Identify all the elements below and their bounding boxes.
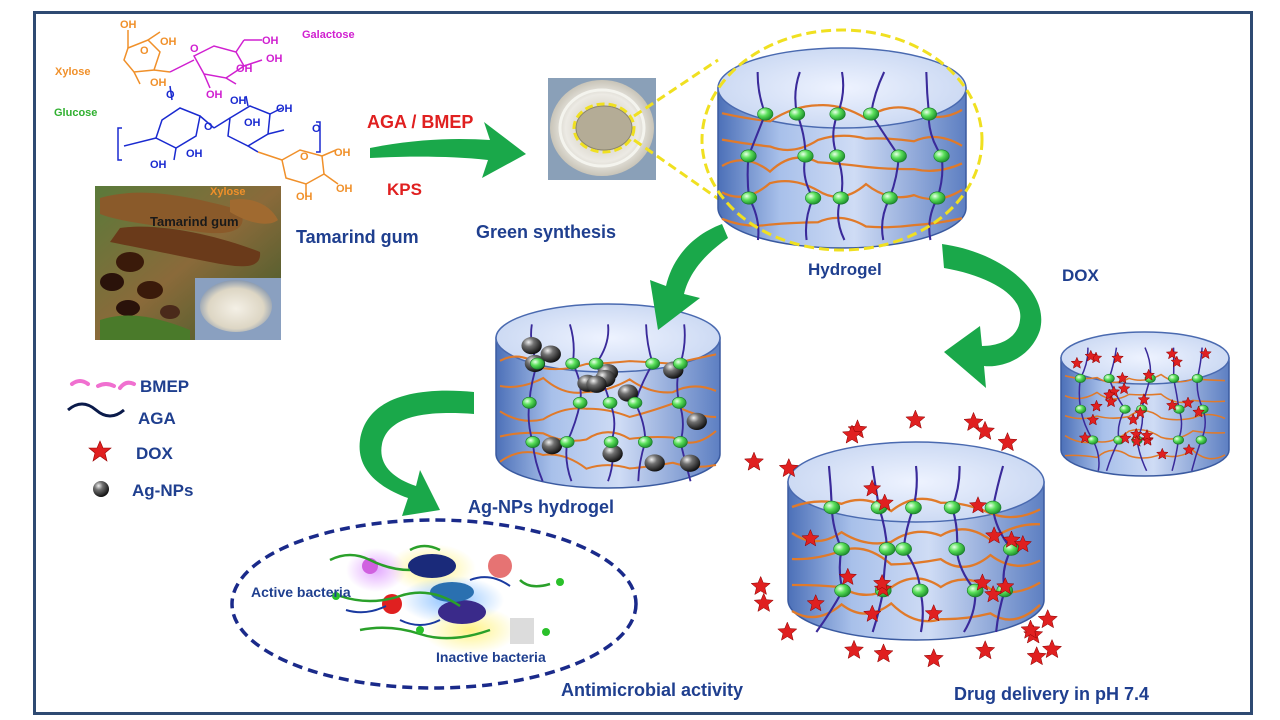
antimicrobial-arrow xyxy=(359,390,474,516)
ag-nps-hydrogel-cylinder xyxy=(495,303,721,489)
xylose-bottom-oh-2: OH xyxy=(336,183,353,195)
released-dox-star xyxy=(1041,638,1063,659)
tamarind-gum-label: Tamarind gum xyxy=(296,227,419,247)
galactose-oh-2: OH xyxy=(266,53,283,65)
active-bacteria-label: Active bacteria xyxy=(251,584,351,600)
xylose-label-bottom: Xylose xyxy=(210,186,245,198)
released-dox-star xyxy=(778,457,800,478)
photo-caption: Tamarind gum xyxy=(150,214,239,229)
xylose-bottom-oh-3: OH xyxy=(296,191,313,203)
released-dox-star xyxy=(1020,619,1041,639)
legend-dox-symbol xyxy=(88,440,112,462)
antimicrobial-panel: Active bacteria Inactive bacteria xyxy=(230,518,638,690)
released-dox-star xyxy=(974,420,996,440)
dox-loading-arrow xyxy=(942,244,1042,388)
legend-aga-label: AGA xyxy=(138,409,176,428)
galactose-oh-1: OH xyxy=(262,35,279,47)
xylose-top-oh: OH xyxy=(120,19,137,31)
galactose-oh-4: OH xyxy=(206,89,223,101)
legend-bmep-symbol xyxy=(70,379,136,390)
tamarind-photo: Tamarind gum Xylose xyxy=(95,186,281,340)
backbone-oh-5: OH xyxy=(244,117,261,129)
released-dox-star xyxy=(963,411,984,432)
galactose-oh-3: OH xyxy=(236,63,253,75)
dox-step-label: DOX xyxy=(1062,266,1100,285)
hydrogel-label: Hydrogel xyxy=(808,260,882,279)
ag-hydrogel-label: Ag-NPs hydrogel xyxy=(468,497,614,517)
backbone-oh-2: OH xyxy=(276,103,293,115)
legend-dox-label: DOX xyxy=(136,444,174,463)
released-dox-star xyxy=(997,431,1018,452)
backbone-o-3: O xyxy=(312,123,321,135)
backbone-oh-3: OH xyxy=(150,159,167,171)
dox-release-hydrogel-cylinder xyxy=(787,441,1045,641)
green-synthesis-label: Green synthesis xyxy=(476,222,616,242)
reagents-label: AGA / BMEP xyxy=(367,112,473,132)
tamarind-gum-structure: OH OH OH O O OH OH OH OH Galactose Xylos… xyxy=(54,19,355,203)
backbone-oh-1: OH xyxy=(230,95,247,107)
glucose-label: Glucose xyxy=(54,107,97,119)
legend-ag-symbol xyxy=(93,481,109,497)
xylose-label-top: Xylose xyxy=(55,66,90,78)
released-dox-star xyxy=(975,640,996,660)
xylose-top-o: O xyxy=(140,45,149,57)
hydrogel-cylinders xyxy=(495,47,1230,641)
diagram-frame xyxy=(33,11,1253,715)
released-dox-star xyxy=(750,575,771,596)
xylose-top-oh-3: OH xyxy=(150,77,167,89)
xylose-bottom-o: O xyxy=(300,151,309,163)
released-dox-star xyxy=(873,643,894,663)
dox-loaded-hydrogel-cylinder xyxy=(1060,331,1230,477)
released-dox-star xyxy=(1037,608,1058,629)
galactose-label: Galactose xyxy=(302,29,355,41)
released-dox-star xyxy=(923,648,944,668)
hydrogel-cylinder xyxy=(717,47,967,249)
released-dox-star xyxy=(841,424,863,444)
released-dox-star xyxy=(905,409,926,429)
zoom-highlight-small xyxy=(572,102,636,154)
xylose-top-oh-2: OH xyxy=(160,36,177,48)
released-dox xyxy=(743,409,1063,668)
released-dox-star xyxy=(743,451,765,471)
legend-aga-symbol xyxy=(67,402,125,418)
zoom-line-top xyxy=(633,58,719,118)
legend: BMEP AGA DOX Ag-NPs xyxy=(67,377,193,500)
zoom-line-bottom xyxy=(633,138,721,202)
galactose-o: O xyxy=(190,43,199,55)
backbone-o-2: O xyxy=(204,121,213,133)
released-dox-star xyxy=(753,592,774,612)
released-dox-star xyxy=(843,639,865,659)
released-dox-star xyxy=(1026,646,1047,666)
backbone-o-1: O xyxy=(166,89,175,101)
backbone-oh-4: OH xyxy=(186,148,203,160)
synthesis-arrow xyxy=(370,122,526,178)
ag-loading-arrow xyxy=(650,224,728,330)
zoom-highlight-large xyxy=(700,28,984,252)
petri-dish-photo xyxy=(548,78,656,180)
initiator-label: KPS xyxy=(387,180,422,199)
inactive-bacteria-label: Inactive bacteria xyxy=(436,649,546,665)
legend-ag-label: Ag-NPs xyxy=(132,481,193,500)
drug-delivery-label: Drug delivery in pH 7.4 xyxy=(954,684,1149,704)
antimicrobial-label: Antimicrobial activity xyxy=(561,680,743,700)
legend-bmep-label: BMEP xyxy=(140,377,189,396)
released-dox-star xyxy=(777,621,798,641)
xylose-bottom-oh-1: OH xyxy=(334,147,351,159)
